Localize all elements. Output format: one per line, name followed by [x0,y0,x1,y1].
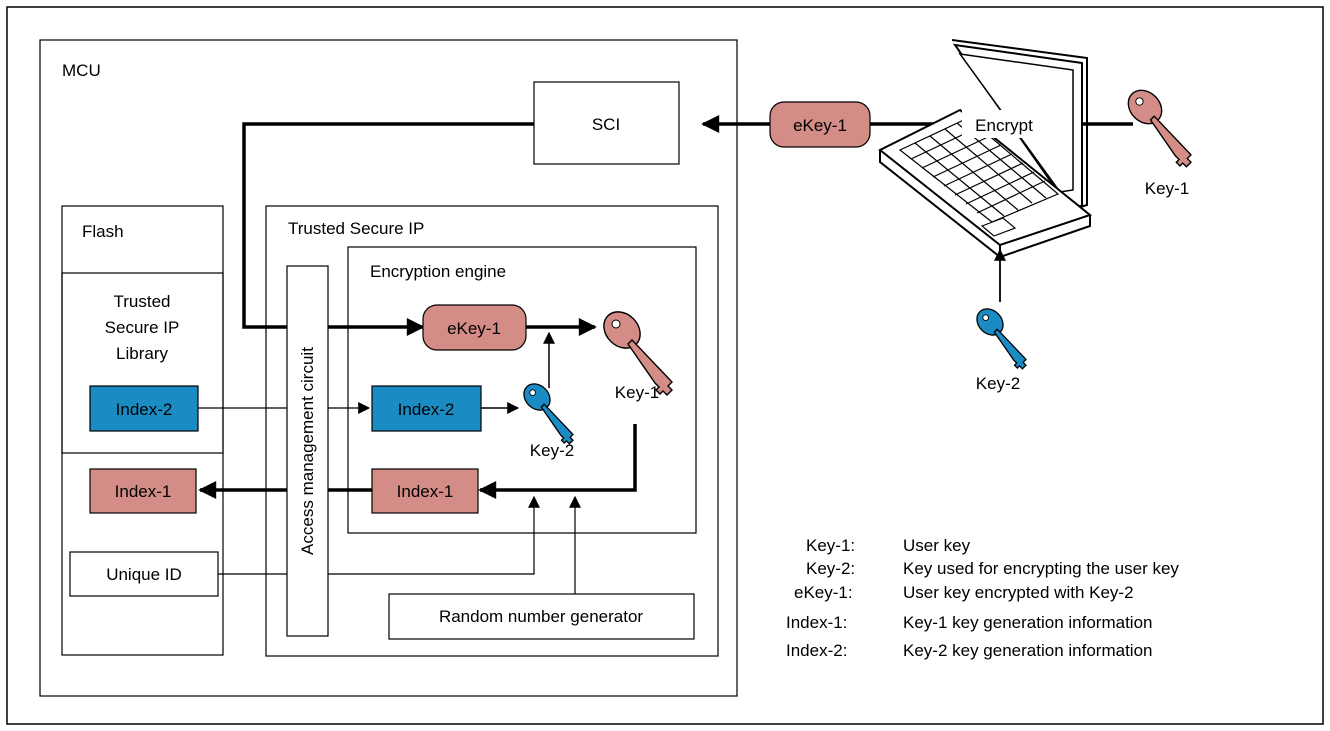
encryption-engine-block: Encryption engine [347,246,697,534]
engine-key1-icon [595,303,673,396]
legend-term-1: Key-1: [806,536,855,555]
flash-label: Flash [82,222,124,241]
engine-index-1: Index-1 [371,468,479,514]
legend-desc-3: User key encrypted with Key-2 [903,583,1134,602]
external-key1-icon [1120,82,1192,168]
legend-term-5: Index-2: [786,641,847,660]
engine-index-1-label: Index-1 [397,482,454,501]
rng-label: Random number generator [439,607,643,626]
library-line-1: Trusted [113,292,170,311]
rng-block: Random number generator [388,593,695,640]
external-key2-icon [971,303,1027,370]
arrow-key1-to-index1 [478,424,637,499]
engine-ekey-label: eKey-1 [447,319,501,338]
legend-term-2: Key-2: [806,559,855,578]
flash-index-2: Index-2 [89,385,199,432]
unique-id-block: Unique ID [69,551,219,597]
legend-term-3: eKey-1: [794,583,853,602]
engine-key2-icon [518,378,574,445]
flash-index-2-label: Index-2 [116,400,173,419]
engine-ekey: eKey-1 [422,304,527,351]
access-label: Access management circuit [298,347,317,555]
sci-block: SCI [533,81,680,165]
external-ekey-label: eKey-1 [793,116,847,135]
legend-term-4: Index-1: [786,613,847,632]
mcu-block: MCU [39,39,738,697]
engine-index-2: Index-2 [371,385,482,432]
library-box [61,272,224,454]
laptop-icon [878,39,1093,260]
library-line-3: Library [116,344,168,363]
library-line-2: Secure IP [105,318,180,337]
engine-key1-label: Key-1 [615,383,659,402]
external-ekey: eKey-1 [769,101,871,148]
legend-desc-5: Key-2 key generation information [903,641,1152,660]
flash-block: Flash Trusted Secure IP Library [61,205,224,656]
sci-label: SCI [592,115,620,134]
encrypt-label-bg [962,110,1046,138]
access-management-block: Access management circuit [286,265,329,637]
legend-desc-1: User key [903,536,971,555]
trusted-secure-ip-block: Trusted Secure IP [265,205,719,657]
legend: Key-1: User key Key-2: Key used for encr… [786,536,1179,660]
engine-key2-label: Key-2 [530,441,574,460]
arrow-sci-to-ekey [242,122,534,336]
mcu-label: MCU [62,61,101,80]
unique-id-label: Unique ID [106,565,182,584]
external-key1-label: Key-1 [1145,179,1189,198]
flash-index-1: Index-1 [89,468,197,514]
external-key2-label: Key-2 [976,374,1020,393]
engine-index-2-label: Index-2 [398,400,455,419]
engine-label: Encryption engine [370,262,506,281]
legend-desc-2: Key used for encrypting the user key [903,559,1179,578]
tsip-label: Trusted Secure IP [288,219,424,238]
figure-border [6,6,1324,725]
legend-desc-4: Key-1 key generation information [903,613,1152,632]
encrypt-label: Encrypt [975,116,1033,135]
flash-index-1-label: Index-1 [115,482,172,501]
